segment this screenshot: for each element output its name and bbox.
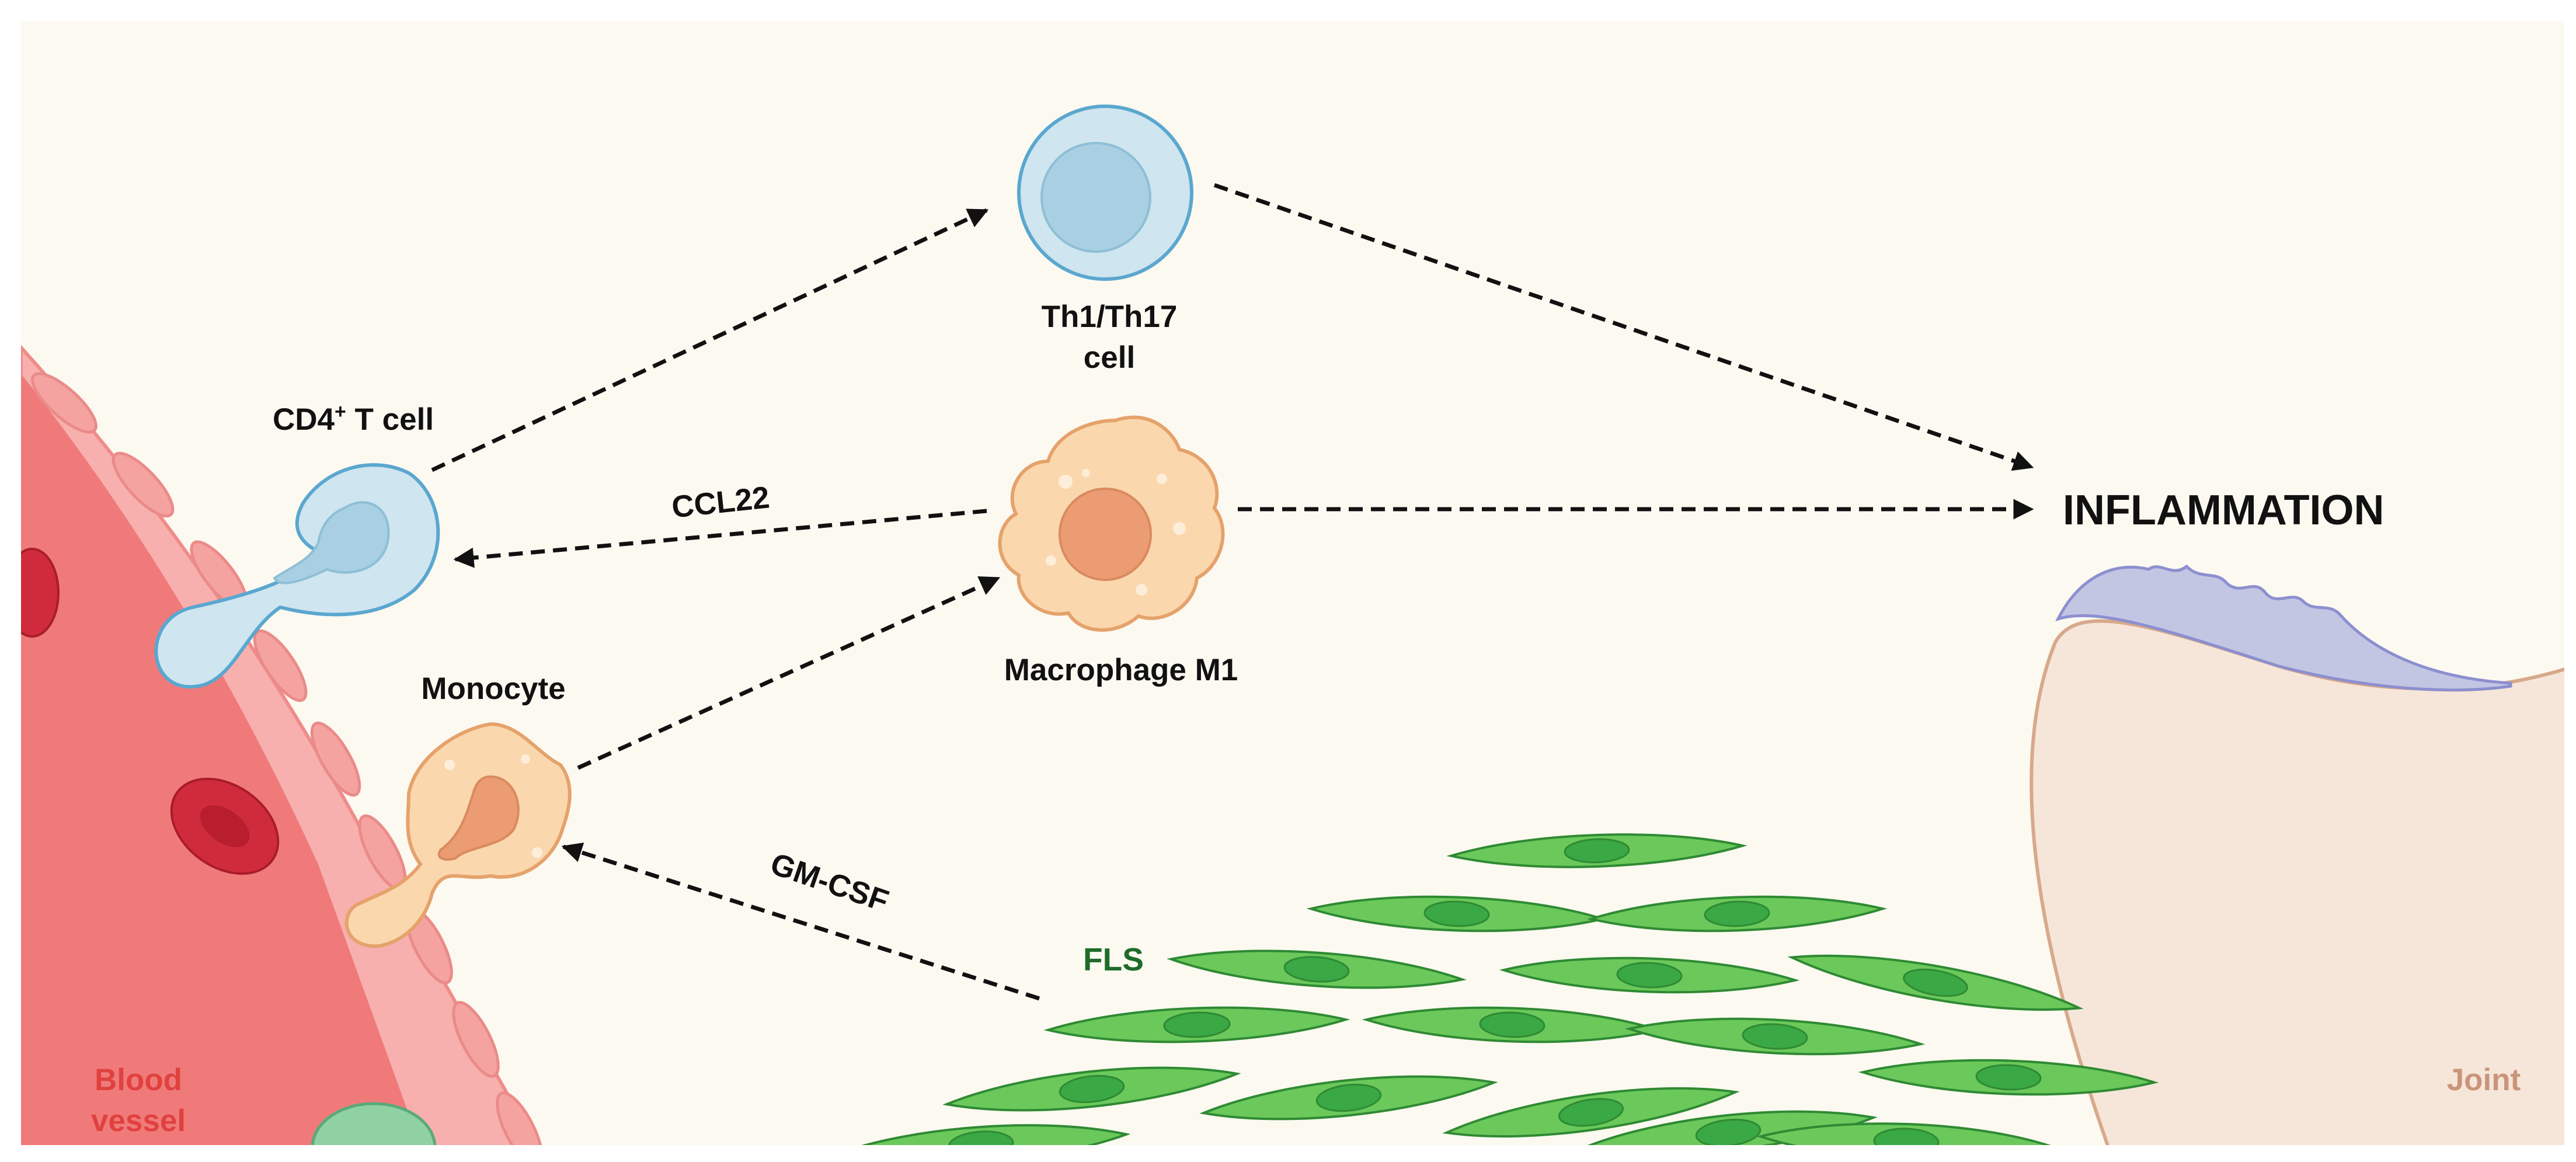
blood-vessel-lumen <box>21 374 420 1145</box>
fls-cell <box>1043 1006 1350 1043</box>
arrow-fls-to-monocyte-gmcsf <box>561 842 1040 1001</box>
arrow-th1th17-to-inflammation <box>1213 183 2034 471</box>
monocyte-nucleus <box>437 775 520 861</box>
red-blood-cells <box>21 548 280 875</box>
blood-vessel <box>21 345 544 1145</box>
fls-cell <box>1586 895 1888 933</box>
blood-vessel-label-line1: Blood <box>95 1063 182 1097</box>
leukocyte <box>311 1102 437 1145</box>
synovial-membrane <box>2055 564 2512 692</box>
fls-label: FLS <box>1083 941 1144 977</box>
red-blood-cell <box>21 548 60 638</box>
th1-th17-cell-label-line1: Th1/Th17 <box>1042 300 1178 334</box>
fls-cell <box>1167 949 1467 989</box>
fls-cell <box>942 1066 1241 1112</box>
monocyte <box>344 722 572 948</box>
fls-cell <box>1858 1059 2159 1096</box>
th1-th17-cell-label-line2: cell <box>1084 340 1135 375</box>
blood-vessel-label-line2: vessel <box>91 1104 186 1138</box>
fls-cell <box>1756 1122 2057 1145</box>
th1-th17-cell <box>1017 105 1193 281</box>
monocyte-label: Monocyte <box>421 672 565 706</box>
fls-cell <box>1306 895 1607 933</box>
arrow-cd4-to-th1th17 <box>431 208 989 472</box>
cd4-t-cell-label: CD4+ T cell <box>273 401 434 437</box>
fls-cell <box>1442 1087 1740 1138</box>
joint <box>2030 564 2564 1145</box>
macrophage-m1 <box>998 415 1225 632</box>
fls-cell <box>1446 833 1747 868</box>
cd4-t-cell-nucleus <box>273 501 390 585</box>
fibroblast-like-synoviocytes <box>831 833 2159 1145</box>
arrows <box>431 183 2034 1001</box>
joint-label: Joint <box>2447 1063 2521 1097</box>
arrow-monocyte-to-macrophage <box>577 576 1001 770</box>
fls-cell <box>1624 1017 1926 1056</box>
cd4-t-cell <box>154 463 440 689</box>
macrophage-m1-label: Macrophage M1 <box>1004 653 1238 687</box>
endothelial-cells <box>31 372 544 1145</box>
fls-cell <box>1199 1075 1498 1121</box>
fls-cell <box>1787 954 2084 1011</box>
fls-cell <box>1579 1110 1878 1145</box>
fls-cell <box>1362 1006 1663 1043</box>
inflammation-label: INFLAMMATION <box>2063 487 2384 534</box>
fls-cell <box>831 1124 1131 1145</box>
arrow-macrophage-to-cd4-ccl22 <box>453 509 987 568</box>
th1-th17-cell-nucleus <box>1040 142 1151 253</box>
fls-cell <box>1499 956 1800 994</box>
macrophage-m1-nucleus <box>1059 488 1152 581</box>
